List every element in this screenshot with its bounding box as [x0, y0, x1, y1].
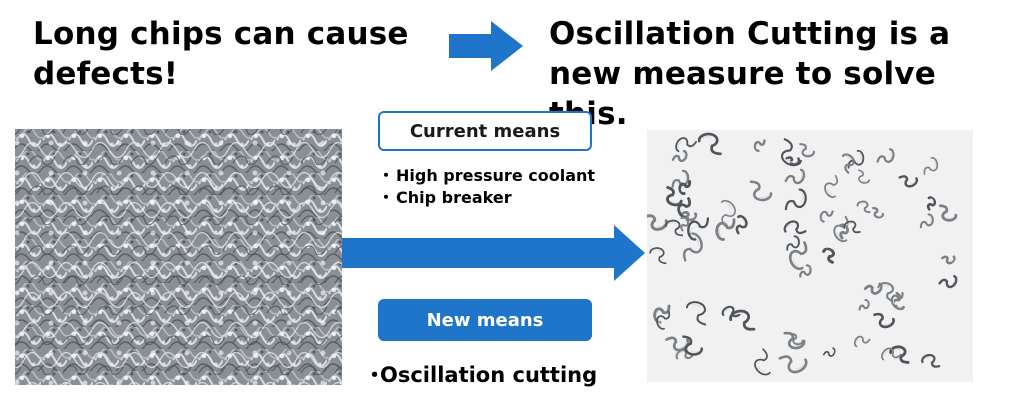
tangled-long-chips-photo [15, 129, 342, 385]
problem-headline: Long chips can cause defects! [33, 16, 409, 92]
new-means-list: ・ Oscillation cutting [364, 361, 597, 389]
list-item: ・ Oscillation cutting [364, 361, 597, 389]
current-means-item-text: Chip breaker [396, 188, 512, 207]
bullet-icon: ・ [378, 188, 395, 207]
right-arrow-icon [449, 21, 523, 71]
current-means-label: Current means [378, 111, 592, 151]
solution-headline: Oscillation Cutting is a new measure to … [549, 16, 951, 132]
current-means-item-text: High pressure coolant [396, 166, 596, 185]
right-arrow-icon [342, 225, 645, 281]
new-means-label: New means [378, 299, 592, 341]
new-means-label-text: New means [426, 309, 544, 331]
current-means-label-text: Current means [409, 120, 561, 142]
new-means-item-text: Oscillation cutting [380, 363, 598, 387]
list-item: ・ Chip breaker [378, 187, 595, 209]
bullet-icon: ・ [378, 166, 395, 185]
list-item: ・ High pressure coolant [378, 165, 595, 187]
bullet-icon: ・ [364, 363, 385, 387]
short-broken-chips-photo [647, 130, 973, 382]
current-means-list: ・ High pressure coolant ・ Chip breaker [378, 165, 595, 209]
